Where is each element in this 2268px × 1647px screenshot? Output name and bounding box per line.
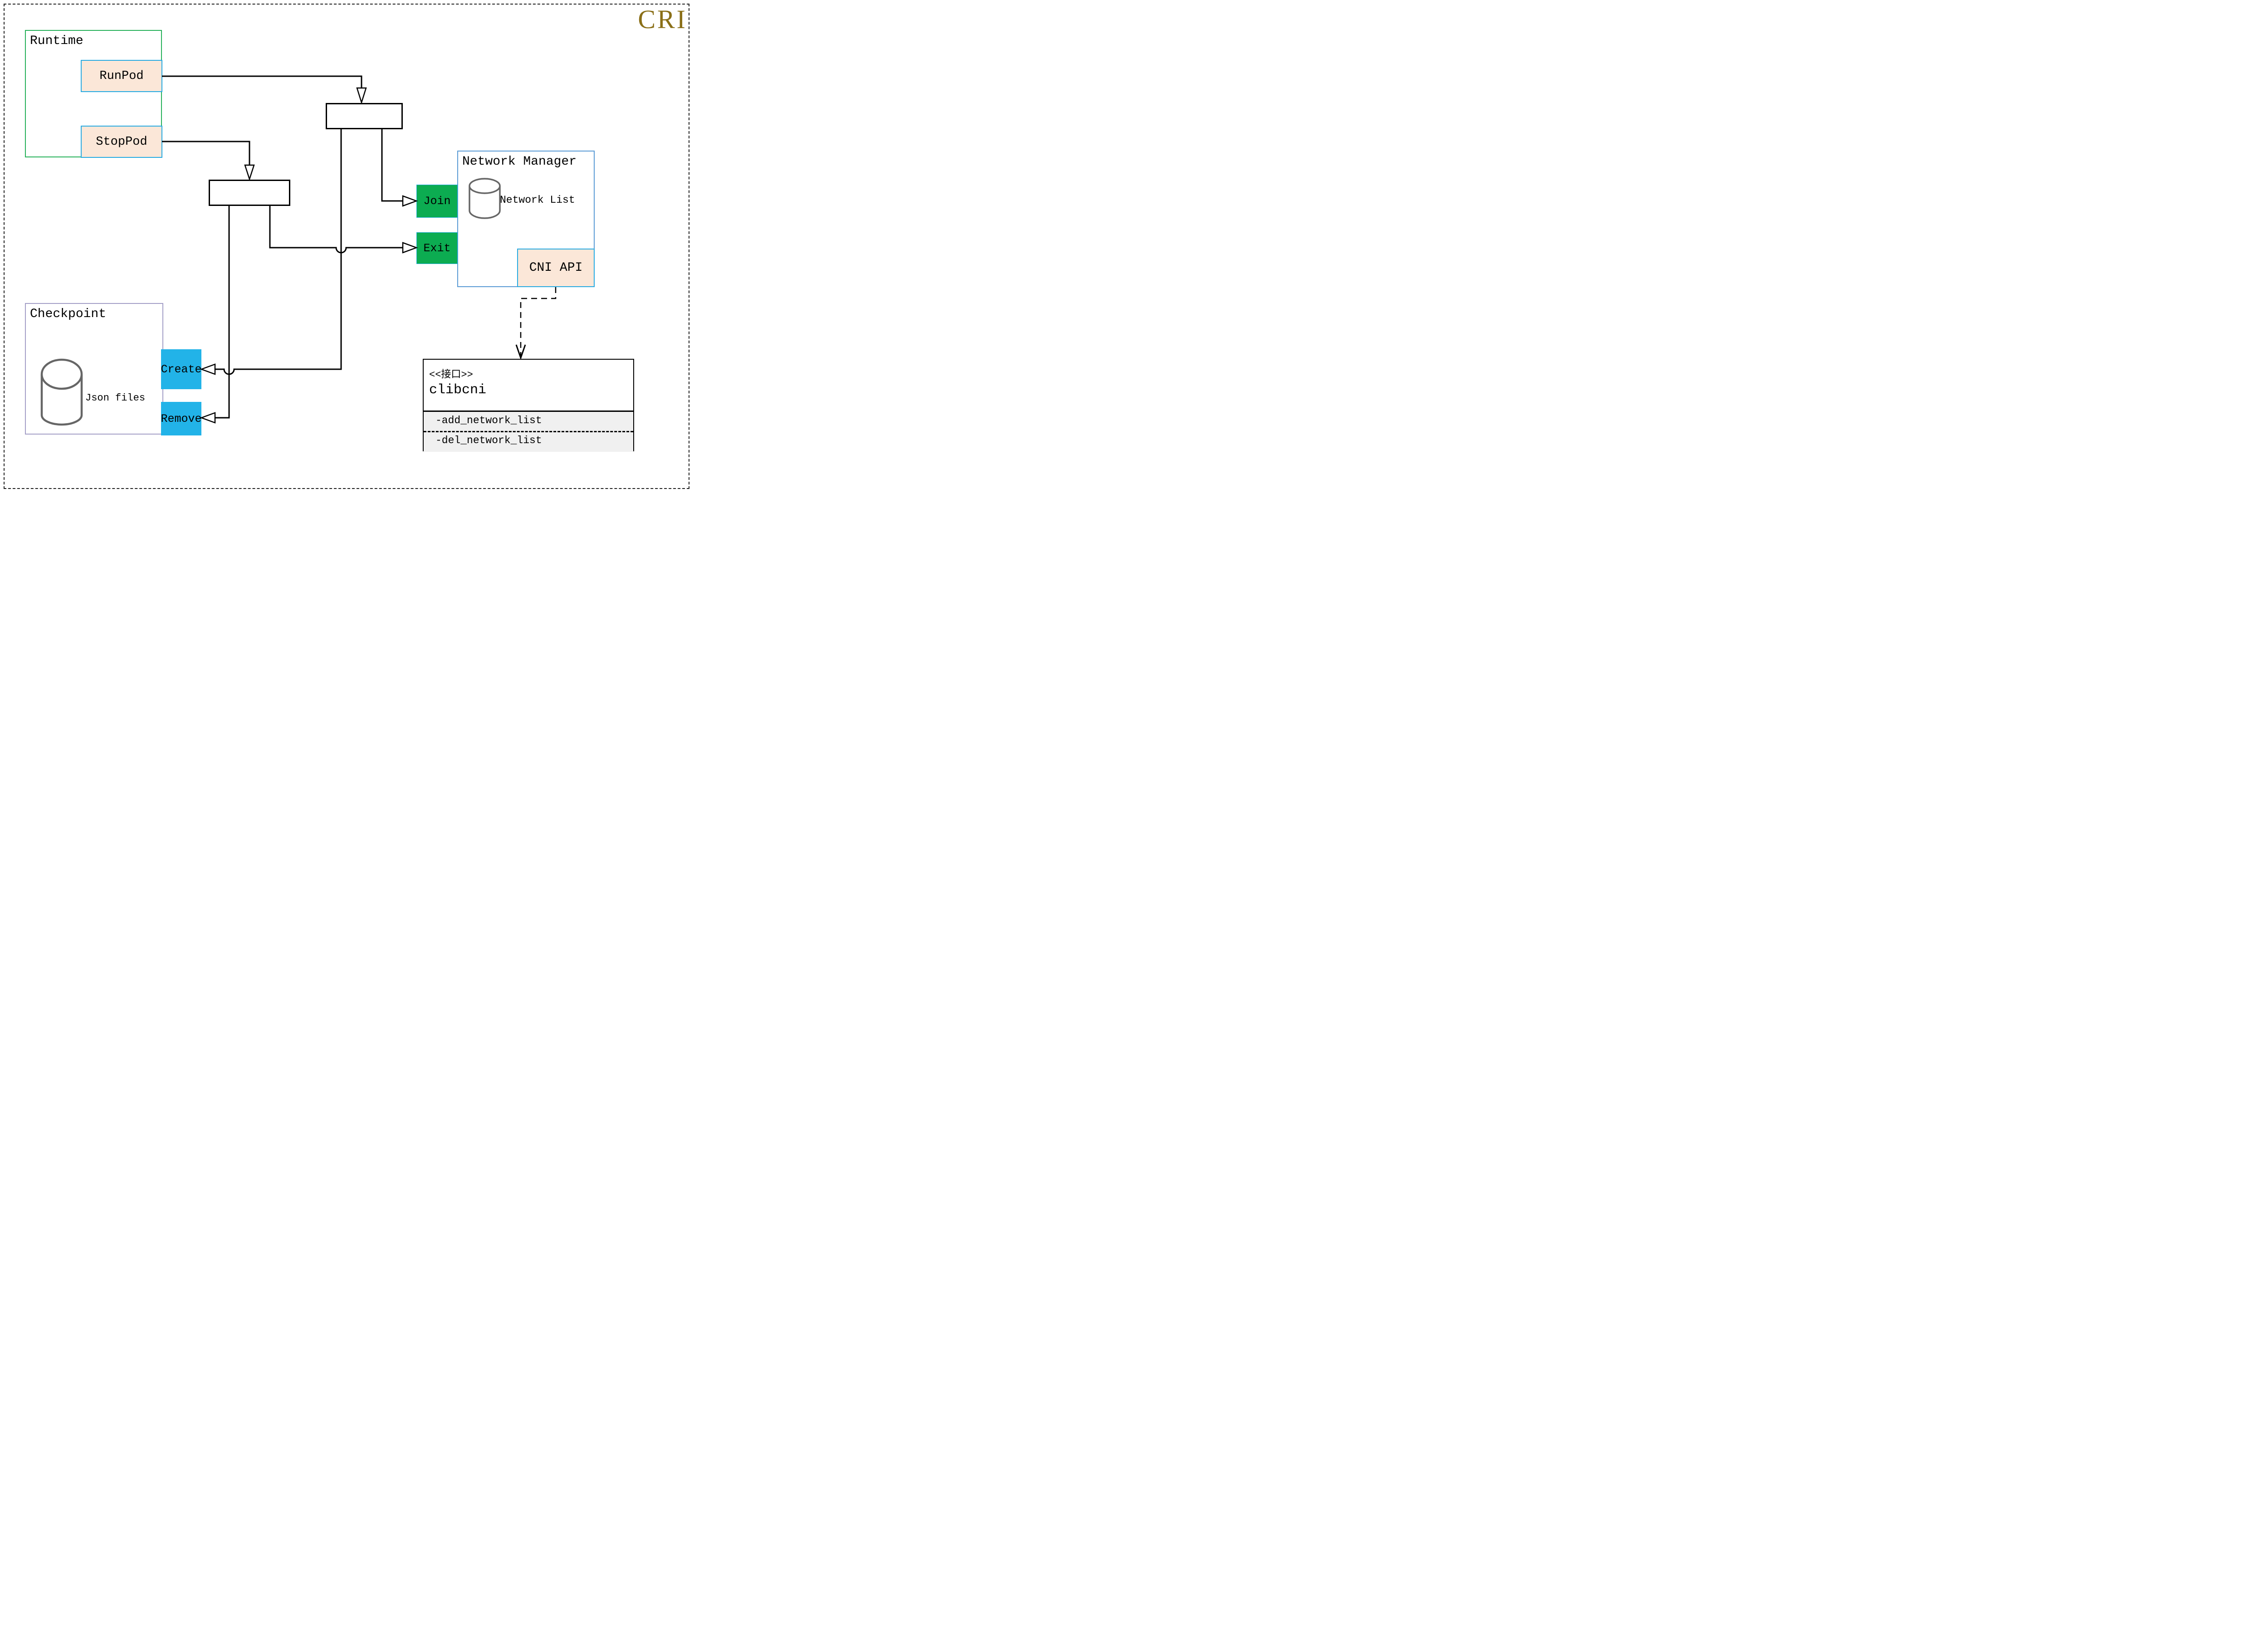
join-button[interactable]: Join — [416, 185, 458, 218]
runpod-flow-rect — [326, 103, 403, 129]
wire-stoppod-to-flowrect — [162, 141, 250, 165]
checkpoint-box: Checkpoint — [25, 303, 163, 435]
network-manager-label: Network Manager — [462, 155, 577, 169]
arrowhead-into-remove — [200, 412, 216, 424]
arrowhead-into-clibcni — [515, 344, 526, 360]
clibcni-header: <<接口>> clibcni — [424, 360, 633, 411]
clibcni-method-del: -del_network_list — [435, 435, 542, 446]
cni-api-button[interactable]: CNI API — [517, 249, 595, 287]
diagram-title: CRI — [638, 5, 687, 34]
stoppod-button[interactable]: StopPod — [81, 126, 162, 158]
arrowhead-into-join — [402, 195, 418, 207]
clibcni-stereotype: <<接口>> — [429, 369, 473, 381]
diagram-canvas: CRI Runtime RunPod StopPod Network Manag… — [0, 0, 701, 493]
runpod-button[interactable]: RunPod — [81, 60, 162, 92]
clibcni-method-divider — [424, 431, 633, 432]
wire-runpod-to-flowrect — [162, 75, 362, 88]
remove-button[interactable]: Remove — [161, 402, 202, 435]
clibcni-interface-box: <<接口>> clibcni -add_network_list -del_ne… — [423, 359, 634, 452]
arrowhead-into-runpod-flowrect — [356, 87, 367, 105]
json-files-label: Json files — [85, 392, 146, 404]
wire-flowrect-to-join — [381, 129, 403, 202]
create-button[interactable]: Create — [161, 349, 202, 389]
clibcni-name: clibcni — [429, 382, 487, 398]
arrowhead-into-exit — [402, 242, 418, 254]
clibcni-members-section: -add_network_list -del_network_list — [424, 411, 633, 452]
network-list-label: Network List — [500, 194, 575, 206]
arrowhead-into-stoppod-flowrect — [244, 164, 255, 181]
clibcni-method-add: -add_network_list — [435, 415, 542, 426]
arrowhead-into-create — [200, 363, 216, 375]
runtime-label: Runtime — [30, 34, 83, 48]
wire-cniapi-to-clibcni — [520, 287, 557, 357]
stoppod-flow-rect — [209, 180, 290, 206]
checkpoint-label: Checkpoint — [30, 307, 107, 321]
exit-button[interactable]: Exit — [416, 232, 458, 264]
wire-flowrect-to-remove — [215, 206, 230, 419]
wire-flowrect-to-exit — [269, 206, 403, 254]
wire-flowrect-to-create — [215, 129, 342, 375]
